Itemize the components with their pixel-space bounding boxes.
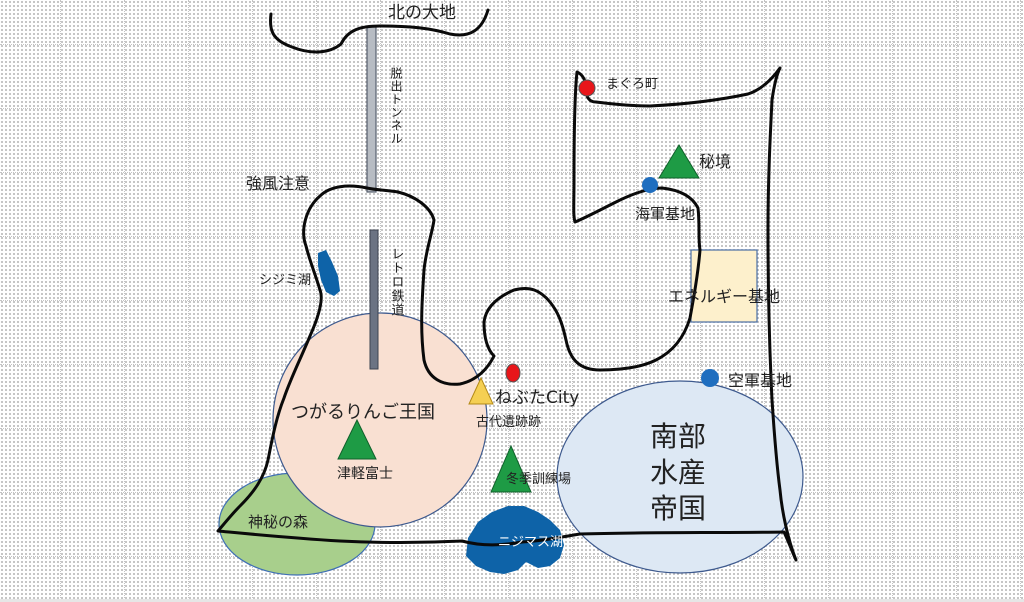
secret-land-mountain <box>658 144 700 179</box>
winter-training-mountain <box>490 444 532 493</box>
main-island-outline <box>216 66 798 562</box>
naval-base-marker <box>642 177 658 193</box>
bottom-edge <box>0 599 1024 602</box>
air-base-label: 空軍基地 <box>728 371 792 390</box>
nebuta-city-marker <box>505 363 521 383</box>
escape-tunnel-text: 脱出トンネル <box>389 66 403 145</box>
air-base-marker <box>701 369 719 387</box>
nanbu-empire-label-line2: 水産 <box>650 456 706 489</box>
maguro-town-label: まぐろ町 <box>606 77 658 92</box>
ancient-ruins-label: 古代遺跡跡 <box>476 414 541 430</box>
nijimasu-lake <box>466 506 564 574</box>
escape-tunnel-label: 脱出トンネル <box>389 66 403 145</box>
secret-land-label: 秘境 <box>699 152 731 171</box>
maguro-town-marker <box>578 79 596 97</box>
nebuta-city-label: ねぶたCity <box>495 388 579 408</box>
mystery-forest-label: 神秘の森 <box>248 513 308 531</box>
retro-railway-label: レトロ鉄道 <box>389 247 405 317</box>
north-land-outline <box>269 8 490 54</box>
strong-wind-label: 強風注意 <box>246 174 310 193</box>
tsugaru-kingdom-label: つがるりんご王国 <box>291 402 435 423</box>
energy-base-area <box>690 249 758 323</box>
energy-base-label: エネルギー基地 <box>668 287 780 306</box>
nanbu-empire-label-line1: 南部 <box>650 420 706 453</box>
retro-railway-bar <box>369 229 379 370</box>
ancient-ruins-marker <box>468 376 494 405</box>
shijimi-lake <box>318 250 340 296</box>
nanbu-empire-area <box>556 380 804 574</box>
shijimi-lake-label: シジミ湖 <box>259 273 311 288</box>
escape-tunnel-bar <box>366 25 377 193</box>
nijimasu-lake-label: ニジマス湖 <box>498 535 563 550</box>
north-land-label: 北の大地 <box>388 3 456 23</box>
winter-training-label: 冬季訓練場 <box>506 471 571 487</box>
nanbu-empire-label-line3: 帝国 <box>650 492 706 525</box>
naval-base-label: 海軍基地 <box>635 205 695 223</box>
tsugaru-fuji-label: 津軽富士 <box>337 465 393 482</box>
tsugaru-fuji-mountain <box>337 418 377 460</box>
tsugaru-kingdom-area <box>272 312 488 528</box>
